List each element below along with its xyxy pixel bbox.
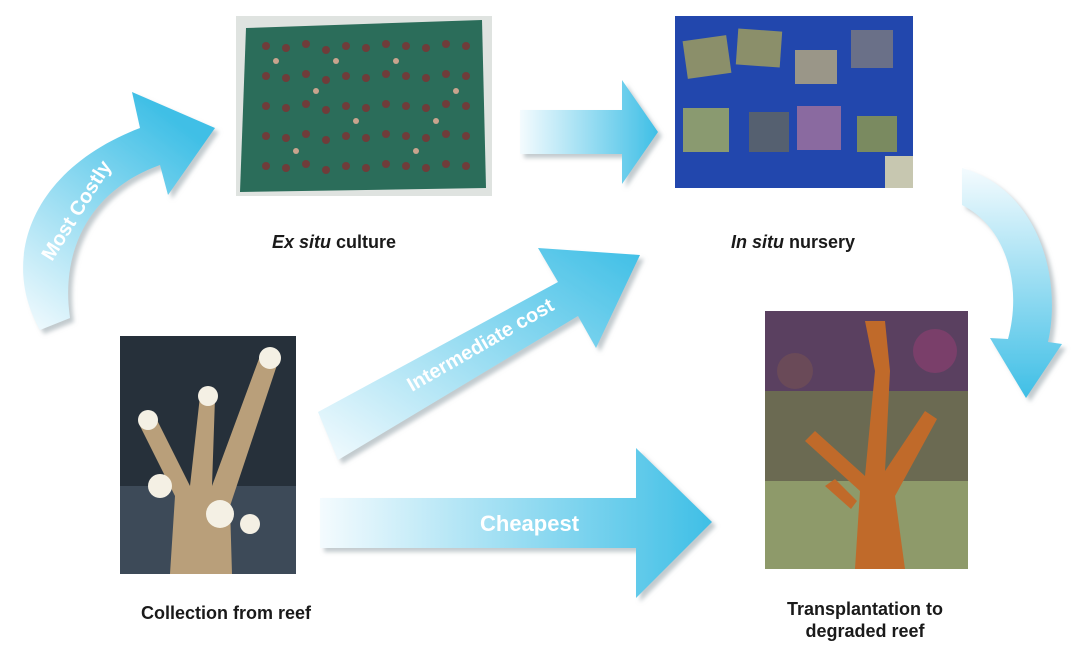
- transplantation-caption-line2: degraded reef: [740, 620, 990, 642]
- collection-from-reef-photo: [120, 336, 296, 574]
- ex-situ-culture-photo: [236, 16, 492, 196]
- ex-to-in-situ-arrow: [520, 80, 658, 184]
- transplantation-caption-line1: Transplantation to: [740, 598, 990, 620]
- transplantation-caption: Transplantation to degraded reef: [740, 598, 990, 642]
- in-situ-nursery-photo: [675, 16, 913, 188]
- nursery-to-transplant-arrow: [962, 168, 1062, 398]
- ex-situ-caption: Ex situ culture: [236, 232, 432, 253]
- transplantation-photo: [765, 311, 968, 569]
- collection-caption: Collection from reef: [96, 603, 356, 624]
- most-costly-arrow: [23, 92, 215, 330]
- in-situ-caption: In situ nursery: [690, 232, 896, 253]
- intermediate-cost-label: Intermediate cost: [404, 294, 559, 396]
- cheapest-label: Cheapest: [480, 511, 580, 536]
